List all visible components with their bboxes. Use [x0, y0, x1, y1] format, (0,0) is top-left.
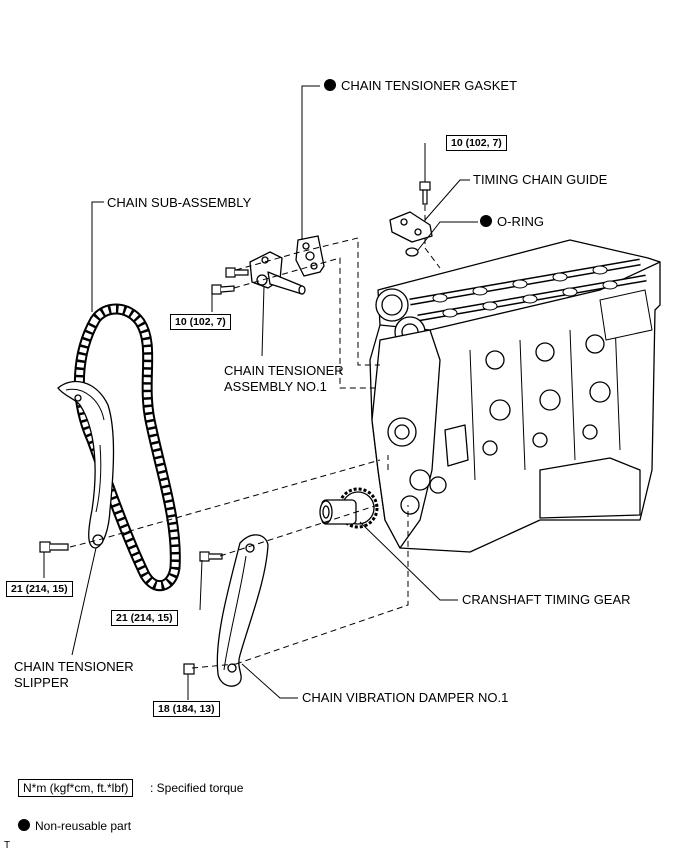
chain-tensioner-gasket [295, 235, 325, 277]
non-reusable-dot-icon [324, 79, 336, 91]
gasket-label: CHAIN TENSIONER GASKET [324, 78, 517, 94]
damper-label: CHAIN VIBRATION DAMPER NO.1 [302, 690, 509, 705]
bolts [39, 181, 431, 675]
chain-sub-assembly-label: CHAIN SUB-ASSEMBLY [107, 195, 252, 210]
assembly-lines [69, 205, 441, 669]
tensioner-bolt-upper [225, 267, 249, 278]
timing-chain-guide [389, 211, 433, 243]
torque-box-damper-lower: 18 (184, 13) [153, 701, 220, 717]
legend-torque-text: : Specified torque [150, 781, 244, 795]
chain-tensioner-assembly [249, 251, 306, 295]
chain-vibration-damper [216, 534, 269, 687]
damper-lower-bolt [183, 663, 195, 675]
o-ring-label-text: O-RING [497, 214, 544, 229]
guide-bolt [419, 181, 431, 205]
crankshaft-gear-label: CRANSHAFT TIMING GEAR [462, 592, 631, 607]
slipper-label-line2: SLIPPER [14, 675, 69, 690]
legend-nonreusable-text: Non-reusable part [35, 819, 132, 833]
engine-block [369, 239, 661, 553]
legend-torque-box: N*m (kgf*cm, ft.*lbf) [18, 779, 134, 797]
non-reusable-dot-icon [480, 215, 492, 227]
torque-box-slipper-bolt: 21 (214, 15) [6, 581, 73, 597]
timing-chain [73, 303, 181, 592]
legend-nonreusable: Non-reusable part [18, 818, 131, 834]
corner-mark: T [4, 840, 11, 851]
torque-box-tensioner-bolt: 10 (102, 7) [170, 314, 231, 330]
tensioner-assembly-label-line2: ASSEMBLY NO.1 [224, 379, 327, 394]
slipper-bolt [39, 541, 69, 553]
leader-lines [43, 85, 478, 700]
gasket-label-text: CHAIN TENSIONER GASKET [341, 78, 518, 93]
slipper-label-line1: CHAIN TENSIONER [14, 659, 134, 674]
timing-chain-guide-label: TIMING CHAIN GUIDE [473, 172, 608, 187]
crankshaft-timing-gear [319, 487, 379, 529]
damper-upper-bolt [199, 551, 223, 562]
tensioner-assembly-label-line1: CHAIN TENSIONER [224, 363, 344, 378]
torque-box-damper-upper: 21 (214, 15) [111, 610, 178, 626]
chain-tensioner-slipper [57, 380, 115, 549]
tensioner-bolt-lower [211, 284, 235, 295]
torque-box-guide-bolt: 10 (102, 7) [446, 135, 507, 151]
o-ring-label: O-RING [480, 214, 544, 230]
o-ring [405, 247, 419, 257]
non-reusable-dot-icon [18, 819, 30, 831]
